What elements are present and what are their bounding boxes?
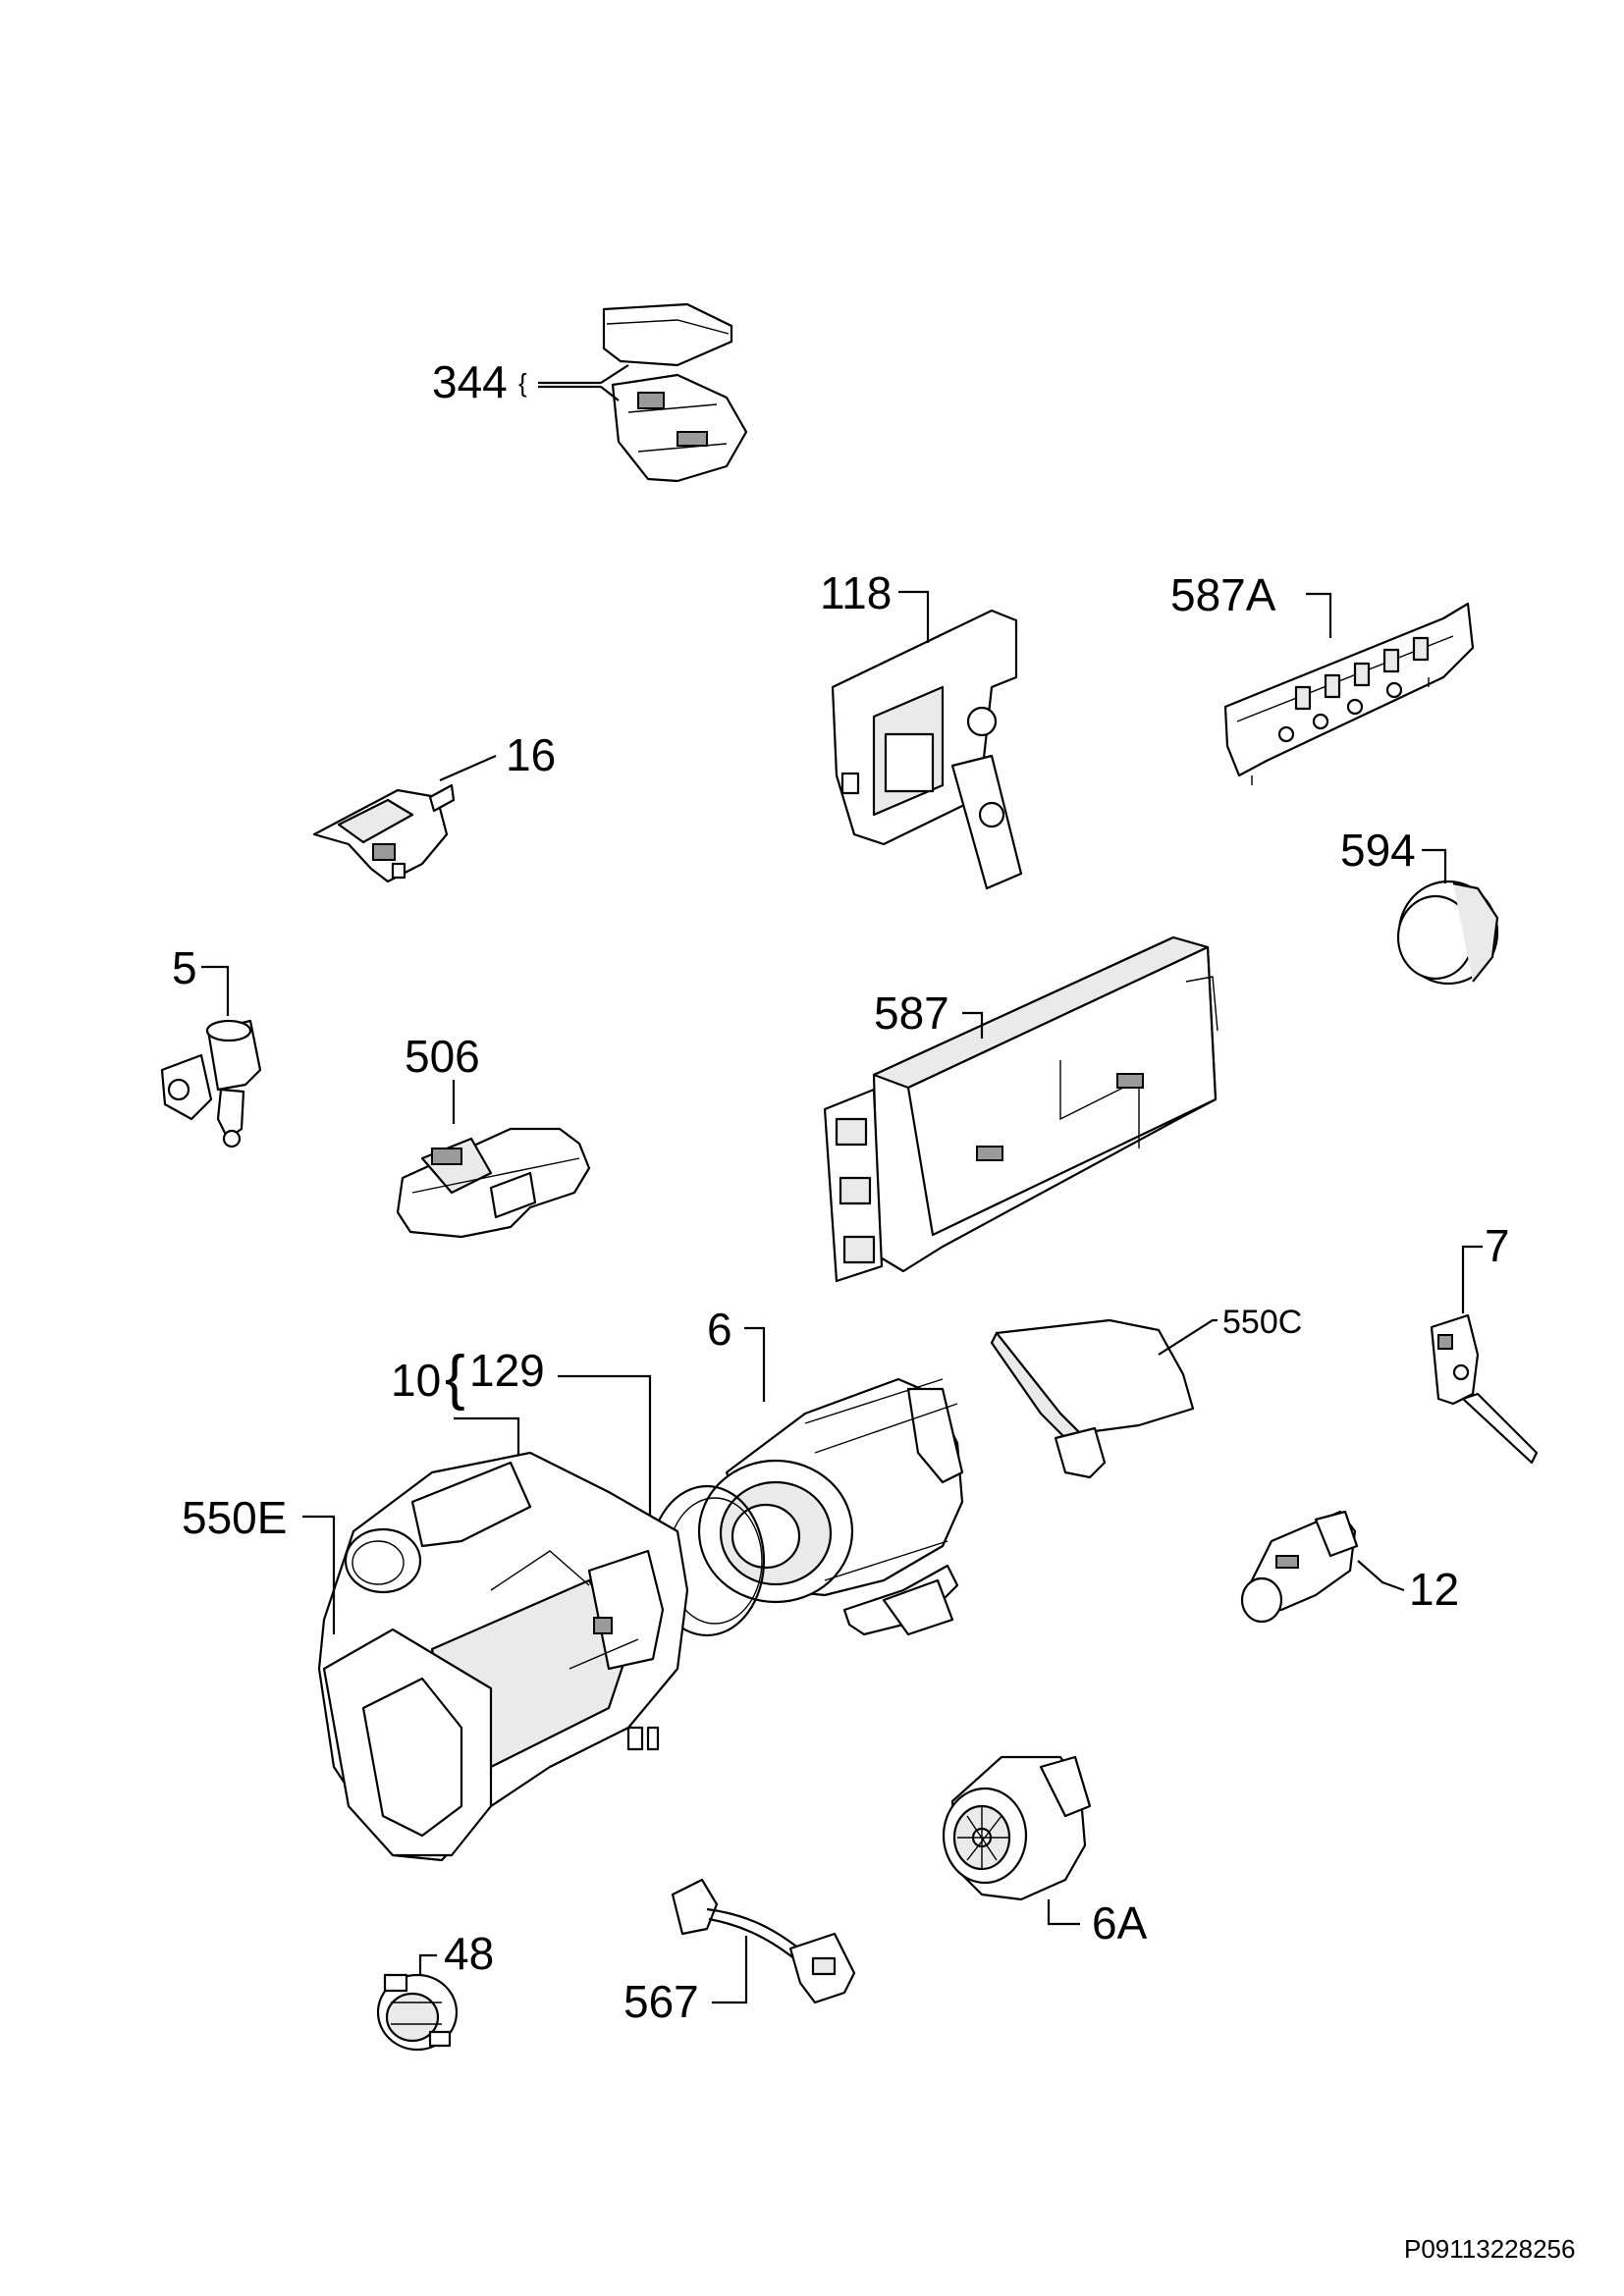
leader-5 [201, 965, 230, 1016]
part-587-drawing [823, 935, 1218, 1283]
drawing-reference-number: P09113228256 [1404, 2234, 1575, 2264]
leader-594 [1422, 848, 1447, 883]
part-344-drawing [602, 302, 748, 483]
part-16-drawing [312, 783, 456, 883]
leader-6A [1047, 1899, 1080, 1926]
part-506-drawing [396, 1127, 591, 1239]
label-7: 7 [1485, 1220, 1510, 1271]
leader-48 [418, 1953, 437, 1975]
label-5: 5 [172, 942, 197, 993]
leader-16 [439, 754, 497, 782]
leader-344 [538, 364, 629, 401]
leader-12 [1357, 1560, 1405, 1592]
leader-587 [962, 1011, 984, 1039]
leader-587A [1306, 592, 1332, 638]
label-587A: 587A [1170, 569, 1276, 620]
label-6: 6 [707, 1304, 732, 1355]
label-550C: 550C [1222, 1304, 1302, 1341]
label-129: 129 [469, 1345, 545, 1396]
part-5-drawing [160, 1019, 262, 1148]
part-550E-drawing [317, 1451, 689, 1862]
label-16: 16 [506, 729, 556, 780]
leader-7 [1461, 1245, 1483, 1313]
part-567-drawing [671, 1878, 856, 2004]
label-10: 10 [391, 1355, 441, 1406]
part-550C-drawing [990, 1318, 1195, 1479]
part-48-drawing [376, 1973, 459, 2052]
leader-550C [1158, 1318, 1218, 1356]
brace-glyph: { [518, 368, 527, 398]
leader-567 [712, 1936, 748, 2004]
label-567: 567 [623, 1976, 699, 2027]
label-344: 344 [432, 356, 508, 407]
label-6A: 6A [1092, 1897, 1148, 1949]
part-118-drawing [831, 609, 1023, 890]
leader-10 [454, 1416, 520, 1458]
label-587: 587 [874, 988, 949, 1039]
label-550E: 550E [182, 1492, 287, 1543]
label-12: 12 [1409, 1564, 1459, 1615]
part-7-drawing [1430, 1313, 1539, 1465]
part-12-drawing [1240, 1510, 1359, 1624]
label-506: 506 [405, 1031, 480, 1082]
leader-6 [744, 1326, 766, 1402]
label-118: 118 [820, 567, 892, 618]
part-6-drawing [697, 1377, 964, 1636]
leader-129 [558, 1374, 652, 1536]
part-594-drawing [1396, 880, 1499, 986]
brace-10: { [445, 1344, 465, 1412]
label-48: 48 [444, 1928, 494, 1979]
part-587A-drawing [1223, 602, 1475, 785]
leader-550E [302, 1515, 336, 1634]
leader-118 [898, 590, 930, 643]
part-6A-drawing [942, 1755, 1092, 1901]
label-594: 594 [1340, 825, 1416, 876]
